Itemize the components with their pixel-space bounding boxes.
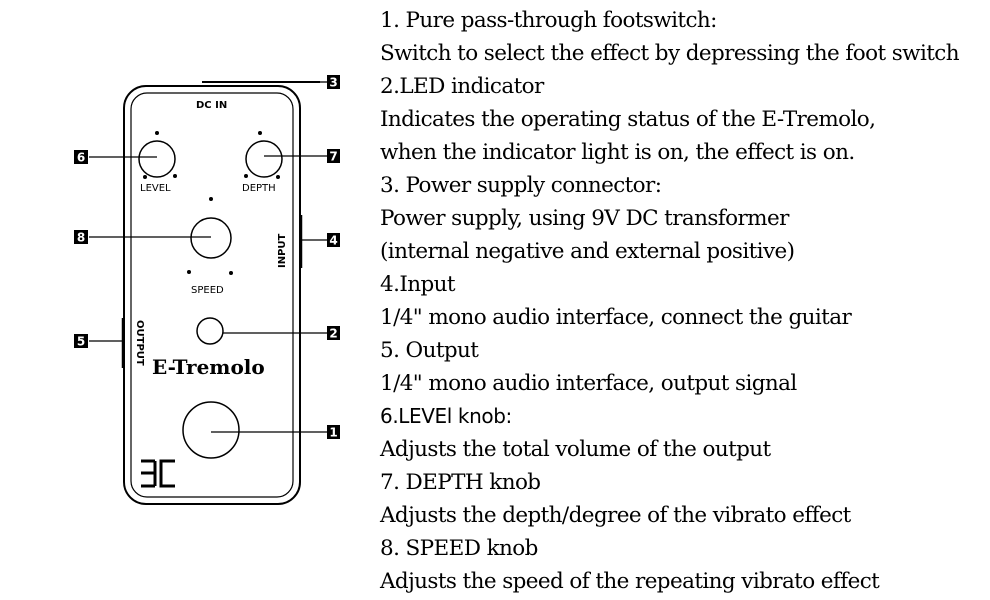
feature-descriptions: 1. Pure pass-through footswitch: Switch … [380, 4, 980, 598]
dc-in-label: DC IN [196, 100, 227, 111]
pedal-inner-outline [130, 92, 294, 498]
callout-badge-4: 4 [327, 233, 340, 248]
desc-level-text: Adjusts the total volume of the output [380, 437, 771, 462]
desc-led-heading: 2.LED indicator [380, 74, 544, 99]
speed-dot-left [187, 270, 191, 274]
brand-logo [141, 459, 175, 488]
svg-text:2: 2 [329, 327, 337, 341]
desc-input-text: 1/4" mono audio interface, connect the g… [380, 305, 852, 330]
callout-badge-3: 3 [327, 75, 340, 90]
speed-label: SPEED [191, 285, 224, 296]
footswitch [182, 401, 240, 459]
desc-led-text-1: Indicates the operating status of the E-… [380, 107, 876, 132]
brand-name: E-Tremolo [152, 355, 265, 379]
callout-badge-1: 1 [327, 425, 340, 440]
callout-badge-8: 8 [74, 230, 88, 245]
speed-dot-right [229, 271, 233, 275]
speed-dot-top [209, 197, 213, 201]
desc-input-heading: 4.Input [380, 272, 456, 297]
pedal-diagram: DC IN LEVEL DEPTH SPEED INPUT OUTPUT E-T… [74, 75, 340, 505]
callout-badge-7: 7 [327, 149, 340, 164]
desc-depth-heading: 7. DEPTH knob [380, 470, 541, 495]
svg-text:1: 1 [329, 426, 337, 440]
desc-output-text: 1/4" mono audio interface, output signal [380, 371, 797, 396]
desc-power-text-2: (internal negative and external positive… [380, 239, 795, 264]
svg-text:5: 5 [77, 335, 85, 349]
level-knob [138, 140, 176, 178]
desc-depth-text: Adjusts the depth/degree of the vibrato … [380, 503, 851, 528]
svg-text:8: 8 [77, 231, 85, 245]
desc-footswitch-heading: 1. Pure pass-through footswitch: [380, 8, 717, 33]
desc-power-heading: 3. Power supply connector: [380, 173, 662, 198]
depth-dot-right [276, 175, 280, 179]
depth-dot-left [244, 174, 248, 178]
callout-badge-2: 2 [327, 326, 340, 341]
desc-speed-heading: 8. SPEED knob [380, 536, 538, 561]
speed-knob [190, 217, 232, 259]
input-label: INPUT [277, 233, 288, 268]
output-label: OUTPUT [134, 320, 145, 366]
desc-footswitch-text: Switch to select the effect by depressin… [380, 41, 960, 66]
desc-power-text-1: Power supply, using 9V DC transformer [380, 206, 789, 231]
desc-level-heading: 6.LEVEl knob: [380, 404, 512, 428]
svg-text:7: 7 [329, 150, 337, 164]
desc-output-heading: 5. Output [380, 338, 479, 363]
led-indicator [196, 317, 224, 345]
pedal-outer-outline [123, 85, 301, 505]
level-dot-left [143, 175, 147, 179]
callout-badge-5: 5 [74, 334, 88, 349]
depth-label: DEPTH [242, 183, 276, 194]
callout-badge-6: 6 [74, 150, 88, 165]
svg-text:3: 3 [329, 76, 337, 90]
desc-speed-text: Adjusts the speed of the repeating vibra… [380, 569, 880, 594]
level-label: LEVEL [140, 183, 171, 194]
svg-text:4: 4 [329, 234, 337, 248]
level-dot-top [155, 131, 159, 135]
depth-dot-top [258, 131, 262, 135]
depth-knob [245, 140, 283, 178]
svg-text:6: 6 [77, 151, 85, 165]
level-dot-right [173, 174, 177, 178]
desc-led-text-2: when the indicator light is on, the effe… [380, 140, 855, 165]
